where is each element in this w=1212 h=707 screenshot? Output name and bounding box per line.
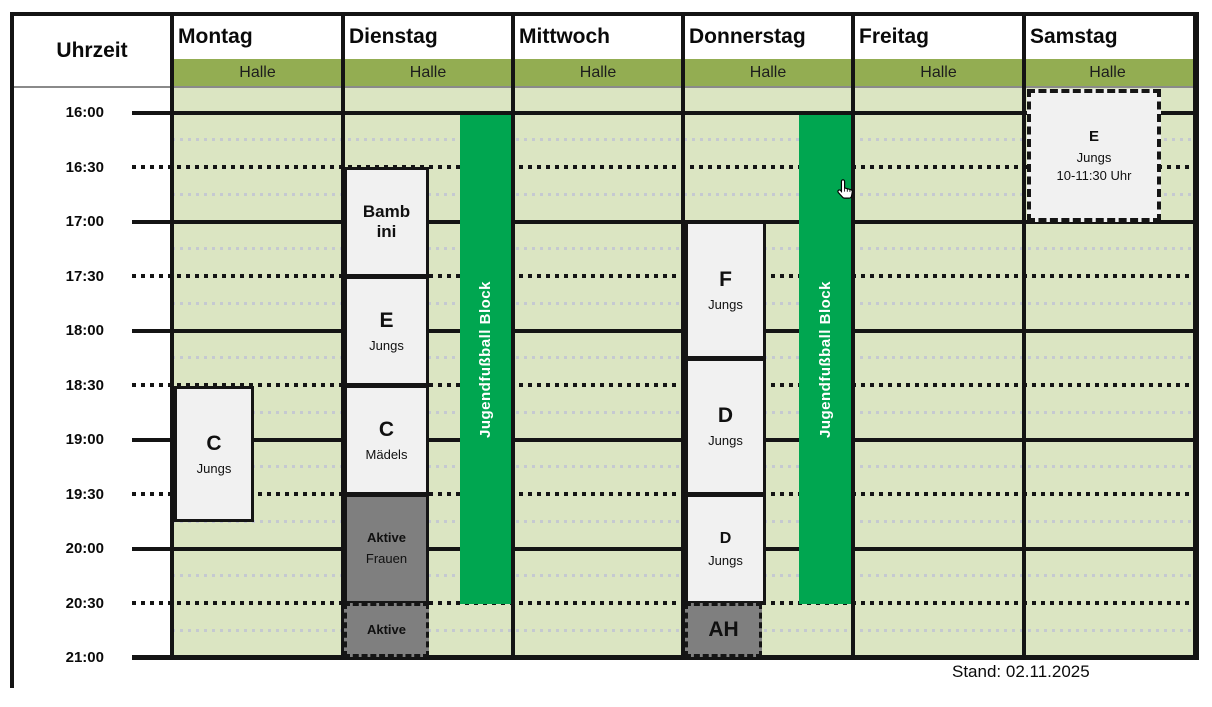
time-label: 17:00: [65, 213, 104, 230]
event-subtitle: Jungs: [708, 296, 743, 312]
event-time-note: 10-11:30 Uhr: [1056, 167, 1132, 183]
time-label: 16:30: [65, 159, 104, 176]
halle-subheader-montag: Halle: [170, 59, 345, 86]
day-header-donnerstag: Donnerstag: [689, 25, 806, 48]
time-label: 18:00: [65, 322, 104, 339]
half-hour-line: [132, 492, 1194, 496]
event-title: D: [717, 404, 734, 428]
event-title: Aktive: [366, 621, 407, 637]
hour-line: [132, 111, 1196, 115]
event-dienstag-aktive: Aktive: [344, 603, 429, 657]
time-label: 19:00: [65, 431, 104, 448]
time-label: 17:30: [65, 268, 104, 285]
event-title: E: [1088, 127, 1099, 145]
time-label: 16:00: [65, 104, 104, 121]
event-donnerstag-d-jungs-early: D Jungs: [685, 358, 766, 495]
event-title: F: [719, 267, 732, 291]
day-header-samstag: Samstag: [1030, 25, 1118, 48]
event-dienstag-bambini: Bamb ini: [344, 167, 429, 277]
event-dienstag-c-maedels: C Mädels: [344, 385, 429, 495]
event-title: D: [719, 529, 732, 547]
hour-line: [132, 438, 1196, 442]
event-subtitle: Jungs: [369, 337, 404, 353]
halle-subheader-samstag: Halle: [1022, 59, 1193, 86]
jugendfussball-block-label: Jugendfußball Block: [816, 280, 834, 438]
grid-right-border: [1193, 14, 1199, 659]
event-title: Bamb ini: [362, 202, 411, 241]
column-border: [170, 14, 174, 659]
time-label: 20:30: [65, 595, 104, 612]
header-divider-line: [12, 86, 1194, 88]
half-hour-line: [132, 601, 1194, 605]
day-header-dienstag: Dienstag: [349, 25, 438, 48]
time-label: 20:00: [65, 540, 104, 557]
frame-top-border: [10, 12, 1199, 16]
hour-line: [132, 329, 1196, 333]
column-border: [511, 14, 515, 659]
hour-line: [132, 547, 1196, 551]
jugendfussball-block-dienstag: Jugendfußball Block: [460, 115, 511, 604]
jugendfussball-block-label: Jugendfußball Block: [477, 280, 494, 438]
day-header-freitag: Freitag: [859, 25, 930, 48]
halle-subheader-mittwoch: Halle: [511, 59, 685, 86]
stand-date-label: Stand: 02.11.2025: [952, 662, 1090, 681]
event-title: E: [379, 308, 394, 332]
halle-subheader-dienstag: Halle: [341, 59, 515, 86]
event-subtitle: Jungs: [1076, 150, 1112, 166]
column-border: [681, 14, 685, 659]
half-hour-line: [132, 274, 1194, 278]
event-donnerstag-f-jungs: F Jungs: [685, 221, 766, 359]
event-dienstag-aktive-frauen: Aktive Frauen: [344, 494, 429, 604]
half-hour-line: [132, 383, 1194, 387]
event-donnerstag-d-jungs-late: D Jungs: [685, 494, 766, 604]
event-subtitle: Mädels: [365, 446, 408, 462]
event-samstag-e-jungs: E Jungs 10-11:30 Uhr: [1027, 89, 1161, 222]
time-label: 18:30: [65, 377, 104, 394]
event-subtitle: Jungs: [708, 552, 743, 568]
event-title: C: [378, 417, 395, 441]
grid-bottom-line: [132, 655, 1199, 660]
event-title: Aktive: [366, 530, 407, 546]
event-subtitle: Jungs: [196, 460, 232, 476]
halle-subheader-donnerstag: Halle: [681, 59, 855, 86]
day-header-mittwoch: Mittwoch: [519, 25, 610, 48]
column-border: [341, 14, 345, 659]
event-donnerstag-ah: AH: [685, 603, 762, 657]
time-label: 21:00: [65, 649, 104, 666]
time-column-header: Uhrzeit: [56, 39, 128, 62]
event-subtitle: Jungs: [708, 433, 743, 449]
column-border: [851, 14, 855, 659]
column-border: [1022, 14, 1026, 659]
event-subtitle: Frauen: [365, 551, 408, 567]
event-montag-c-jungs: C Jungs: [174, 386, 254, 522]
half-hour-line: [132, 165, 1194, 169]
hour-line: [132, 220, 1196, 224]
event-dienstag-e-jungs: E Jungs: [344, 276, 429, 386]
event-title: C: [206, 431, 222, 455]
hand-cursor-icon: [833, 177, 859, 203]
day-header-montag: Montag: [178, 25, 253, 48]
frame-left-border: [10, 12, 14, 688]
halle-subheader-freitag: Halle: [851, 59, 1026, 86]
event-title: AH: [708, 617, 739, 641]
time-label: 19:30: [65, 486, 104, 503]
